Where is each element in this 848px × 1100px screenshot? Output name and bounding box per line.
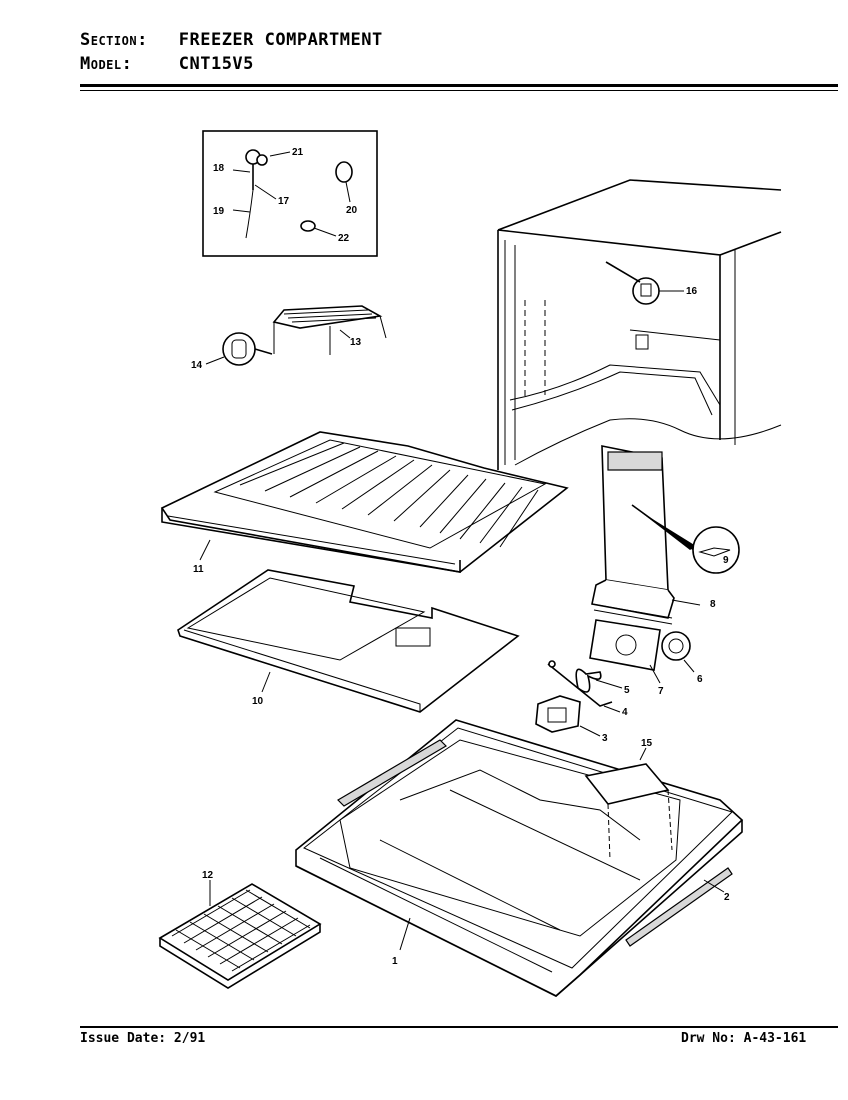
model-line: Model: CNT15V5 bbox=[80, 54, 254, 74]
callout-16: 16 bbox=[686, 286, 698, 297]
model-number: CNT15V5 bbox=[178, 54, 254, 74]
callout-13: 13 bbox=[350, 337, 362, 348]
callout-4: 4 bbox=[622, 707, 628, 718]
callout-2: 2 bbox=[724, 892, 730, 903]
callout-3: 3 bbox=[602, 733, 608, 744]
callout-9: 9 bbox=[723, 555, 729, 566]
callout-22: 22 bbox=[338, 233, 350, 244]
header-rule-thin bbox=[80, 90, 838, 91]
freezer-liner-floor bbox=[295, 719, 744, 997]
callout-8: 8 bbox=[710, 599, 716, 610]
callout-21: 21 bbox=[292, 147, 304, 158]
section-title: FREEZER COMPARTMENT bbox=[178, 30, 383, 50]
drawing-number: Drw No: A-43-161 bbox=[681, 1031, 807, 1046]
shelf-cover-panel bbox=[177, 569, 520, 713]
callout-7: 7 bbox=[658, 686, 664, 697]
callout-19: 19 bbox=[213, 206, 225, 217]
freezer-shelf bbox=[160, 431, 569, 573]
callout-15: 15 bbox=[641, 738, 653, 749]
callout-18: 18 bbox=[213, 163, 225, 174]
ice-tray-cells bbox=[171, 889, 311, 972]
callout-6: 6 bbox=[697, 674, 703, 685]
shelf-support-parts bbox=[205, 305, 387, 366]
section-label: Section: bbox=[80, 30, 148, 50]
callout-5: 5 bbox=[624, 685, 630, 696]
header-rule-thick bbox=[80, 84, 838, 87]
footer-rule bbox=[80, 1026, 838, 1028]
inset-light-parts bbox=[202, 130, 378, 257]
ice-cube-tray bbox=[158, 880, 322, 989]
model-label: Model: bbox=[80, 54, 133, 74]
section-line: Section: FREEZER COMPARTMENT bbox=[80, 30, 383, 50]
issue-date: Issue Date: 2/91 bbox=[80, 1031, 206, 1046]
callout-11: 11 bbox=[193, 564, 204, 575]
fan-motor-assembly bbox=[535, 619, 695, 737]
callout-12: 12 bbox=[202, 870, 214, 881]
callout-17: 17 bbox=[278, 196, 290, 207]
evaporator-cover bbox=[591, 445, 740, 625]
callout-14: 14 bbox=[191, 360, 203, 371]
cabinet-outline bbox=[497, 179, 782, 470]
callout-20: 20 bbox=[346, 205, 358, 216]
callout-1: 1 bbox=[392, 956, 398, 967]
callout-10: 10 bbox=[252, 696, 264, 707]
